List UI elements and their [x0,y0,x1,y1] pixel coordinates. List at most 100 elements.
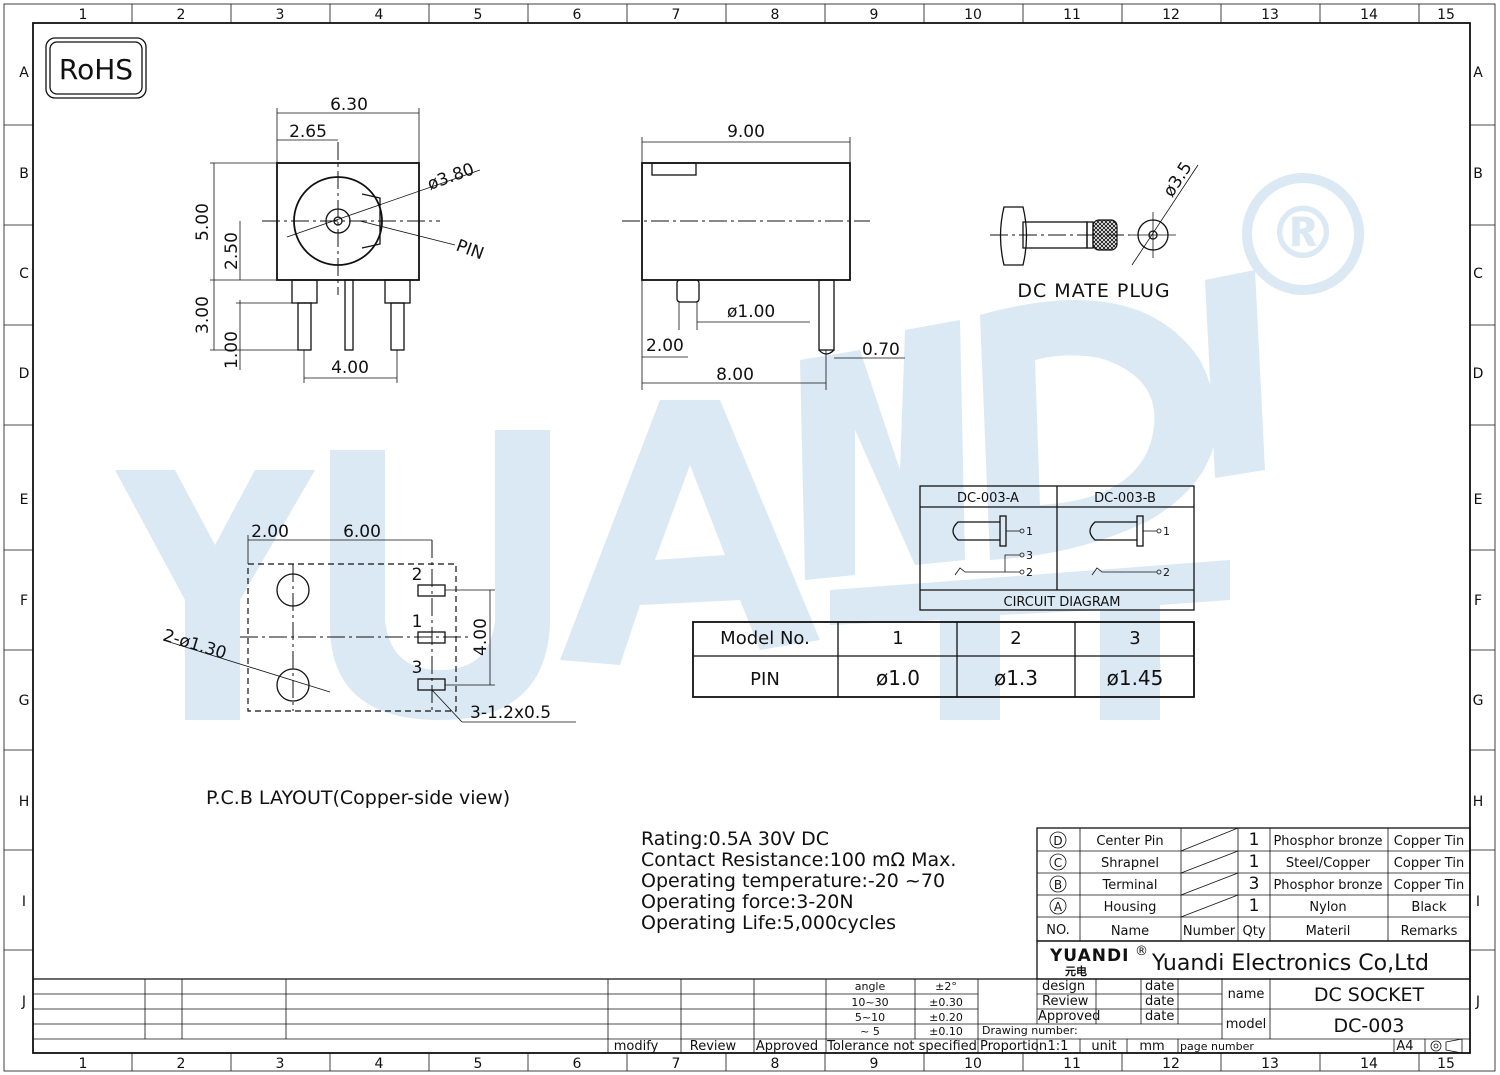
tolerance-value: ±0.10 [929,1025,963,1038]
pcb-dim-4-00: 4.00 [471,618,491,656]
tolerance-value: ±2° [935,980,957,993]
frame-col-number: 1 [79,1056,88,1072]
unit-label: unit [1091,1039,1116,1054]
frame-col-number: 2 [177,1056,186,1072]
dc-mate-plug: ø3.5 DC MATE PLUG [990,158,1199,302]
bom-id-circle [1049,897,1067,915]
bom-header-name: Name [1111,924,1149,939]
side-view: 9.00 ø1.00 2.00 8.00 0.70 [622,122,905,390]
tolerance-label: 10~30 [851,996,888,1009]
tolerance-label: ~ 5 [860,1025,880,1038]
bom-qty: 1 [1249,830,1260,850]
frame-row-letter: A [1473,65,1483,81]
frame-col-number: 8 [771,7,780,23]
side-dim-dia-1-00: ø1.00 [727,302,775,322]
tolerance-label: angle [855,980,886,993]
frame-col-number: 12 [1162,1056,1180,1072]
model-table-header-0: Model No. [720,628,810,649]
projection-symbol-icon [1430,1038,1463,1054]
frame-row-letter: G [1473,693,1484,709]
model-table-header-2: 2 [1010,628,1021,649]
part-name: DC SOCKET [1314,984,1425,1006]
frame-row-letter: F [20,593,28,609]
paper-size: A4 [1396,1039,1413,1054]
scale-value: 1:1 [1048,1039,1069,1054]
bom-name: Center Pin [1096,834,1163,849]
design-label: design [1042,979,1085,994]
bom-remarks: Copper Tin [1394,856,1464,871]
revision-modify: modify [614,1039,659,1054]
frame-row-letter: J [21,994,26,1010]
frame-row-letter: A [19,65,29,81]
bom-header-remarks: Remarks [1401,924,1458,939]
dim-3-00: 3.00 [193,296,213,334]
frame-col-number: 7 [672,1056,681,1072]
proportion-label: Proportion [980,1039,1047,1054]
bom-name: Terminal [1102,878,1158,893]
bom-id: B [1054,878,1062,892]
model-label: model [1226,1017,1266,1032]
bom-header-material: Materil [1306,924,1351,939]
design-date-label: date [1145,979,1174,994]
bom-name: Shrapnel [1101,856,1159,871]
frame-col-number: 2 [177,7,186,23]
model-table-header-3: 3 [1129,628,1140,649]
unit-value: mm [1139,1039,1164,1054]
tolerance-label: 5~10 [855,1011,885,1024]
frame-col-number: 3 [276,1056,285,1072]
review-label: Review [1042,994,1089,1009]
title-block: modify Review Approved angle ±2° 10~30 ±… [33,978,1470,1054]
bom-qty: 1 [1249,852,1260,872]
dim-dia-3-80: ø3.80 [425,159,477,194]
circuit-diagram: DC-003-A DC-003-B CIRCUIT DIAGRAM 1 2 3 … [919,485,1195,611]
frame-col-number: 9 [870,1056,879,1072]
frame-col-number: 14 [1360,7,1378,23]
approved-date-label: date [1145,1009,1174,1024]
bom-id-circle [1049,831,1067,849]
bom-name: Housing [1104,900,1157,915]
frame-row-letter: H [19,794,30,810]
model-table-row-label: PIN [750,669,780,690]
bom-qty: 1 [1249,896,1260,916]
plug-label: DC MATE PLUG [1017,280,1170,302]
pcb-dim-2-00: 2.00 [251,522,289,542]
bom-material: Nylon [1309,900,1346,915]
bom-header-number: Number [1183,924,1236,939]
frame-row-letter: H [1473,794,1484,810]
circuit-b-t1: 1 [1163,525,1170,538]
circuit-col-b: DC-003-B [1094,491,1156,506]
bom-id: D [1053,834,1062,848]
side-dim-0-70: 0.70 [862,340,900,360]
company-logo-sub: 元电 [1065,964,1087,978]
company-reg-mark: ® [1135,944,1148,959]
bom-id-circle [1049,875,1067,893]
frame-row-letter: C [1473,266,1483,282]
bom-material: Phosphor bronze [1273,878,1382,893]
frame-col-number: 13 [1261,1056,1279,1072]
model-table-header-1: 1 [892,628,903,649]
frame-col-number: 7 [672,7,681,23]
spec-line: Operating temperature:-20 ~70 [641,870,945,892]
tolerance-value: ±0.20 [929,1011,963,1024]
spec-line: Contact Resistance:100 mΩ Max. [641,849,956,871]
frame-row-letter: C [19,266,29,282]
dim-4-00: 4.00 [331,358,369,378]
page-number-label: page number [1180,1040,1254,1053]
frame-row-letter: B [19,166,29,182]
frame-row-letter: I [22,894,26,910]
revision-review: Review [690,1039,737,1054]
frame-col-number: 15 [1437,7,1455,23]
rohs-mark: RoHS [45,37,147,99]
frame-col-number: 12 [1162,7,1180,23]
bom-remarks: Copper Tin [1394,878,1464,893]
frame-col-number: 14 [1360,1056,1378,1072]
frame-row-letter: J [1475,994,1480,1010]
company-logo: YUANDI [1049,946,1129,966]
model-table: Model No. 1 2 3 PIN ø1.0 ø1.3 ø1.45 [692,621,1195,698]
drawing-number-label: Drawing number: [982,1024,1078,1037]
frame-row-letter: F [1474,593,1482,609]
pcb-pad-2: 2 [412,565,423,585]
bom-material: Steel/Copper [1286,856,1371,871]
company-block: YUANDI 元电 ® Yuandi Electronics Co,Ltd [1036,940,1471,980]
